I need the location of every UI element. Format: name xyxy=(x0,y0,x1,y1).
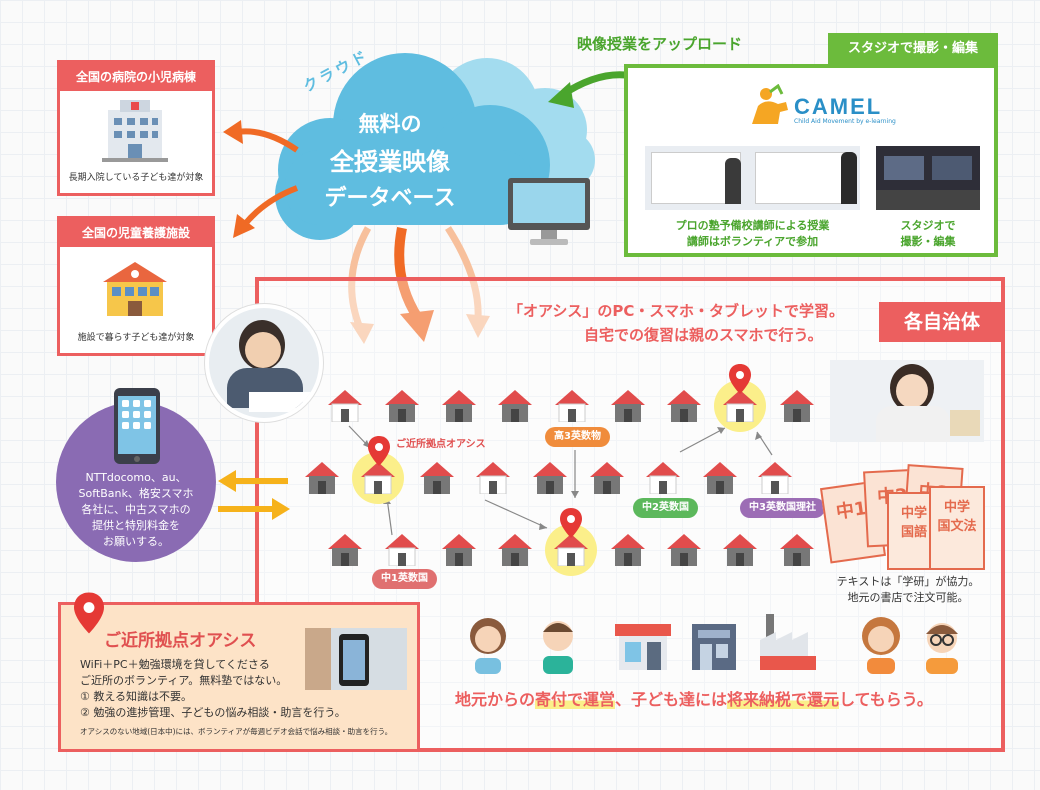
bottom-mid: 、子ども達には xyxy=(615,690,728,709)
house xyxy=(442,390,476,422)
house xyxy=(328,390,362,422)
monitor-icon xyxy=(508,178,590,245)
camel-logo-text: CAMEL xyxy=(794,94,883,119)
video-call-photo xyxy=(305,628,407,690)
oasis-box-line3: ① 教える知識は不要。 xyxy=(80,690,193,703)
hospital-icon xyxy=(102,100,168,162)
facility-header: 全国の児童養護施設 xyxy=(60,219,212,247)
oasis-box-title: ご近所拠点オアシス xyxy=(104,631,257,651)
house xyxy=(667,390,701,422)
hospital-caption: 長期入院している子ども達が対象 xyxy=(68,173,204,183)
upload-label: 映像授業をアップロード xyxy=(577,35,743,53)
girl-study-photo xyxy=(830,360,984,442)
studio-caption-left-2: 講師はボランティアで参加 xyxy=(686,235,819,248)
woman-avatar-icon xyxy=(862,617,900,674)
house xyxy=(611,534,645,566)
house xyxy=(385,390,419,422)
oasis-box-line4: ② 勉強の進捗管理、子どもの悩み相談・助言を行う。 xyxy=(80,706,346,719)
hospital-header: 全国の病院の小児病棟 xyxy=(60,63,212,91)
house xyxy=(667,534,701,566)
phone-text-2: SoftBank、格安スマホ xyxy=(78,487,194,500)
house xyxy=(361,462,395,494)
smartphone-icon xyxy=(114,388,160,464)
house xyxy=(723,534,757,566)
location-pin-icon xyxy=(74,592,104,634)
house xyxy=(723,390,757,422)
lecture-photo xyxy=(645,146,860,210)
studio-caption-right-1: スタジオで xyxy=(900,219,956,232)
store-icon xyxy=(692,624,736,670)
studio-caption-left-1: プロの塾予備校講師による授業 xyxy=(675,219,830,232)
house xyxy=(554,534,588,566)
house xyxy=(780,534,814,566)
house xyxy=(780,390,814,422)
house xyxy=(305,462,339,494)
tag-mid2: 中2英数国 xyxy=(633,498,698,518)
textbook-caption-2: 地元の書店で注文可能。 xyxy=(847,591,969,604)
cloud-title-1: 無料の xyxy=(358,112,422,136)
oasis-label: ご近所拠点オアシス xyxy=(396,439,486,450)
factory-icon xyxy=(760,614,816,670)
bottom-statement: 地元からの寄付で運営、子ども達には将来納税で還元してもらう。 xyxy=(455,686,995,710)
phone-text-3: 各社に、中古スマホの xyxy=(81,503,191,516)
house xyxy=(533,462,567,494)
house xyxy=(420,462,454,494)
facility-caption: 施設で暮らす子ども達が対象 xyxy=(77,333,195,343)
neighborhood-network xyxy=(348,425,773,536)
camel-logo-subtitle: Child Aid Movement by e-learning xyxy=(794,118,896,125)
phone-exchange-arrows xyxy=(218,470,290,520)
house xyxy=(385,534,419,566)
house xyxy=(758,462,792,494)
house xyxy=(611,390,645,422)
shop-icon xyxy=(615,624,671,670)
oasis-box-line2: ご近所のボランティア。無料塾ではない。 xyxy=(80,674,288,687)
student-photo xyxy=(205,304,323,422)
cloud-title-3: データベース xyxy=(324,186,456,211)
house xyxy=(442,534,476,566)
cloud-to-institutions-arrows xyxy=(223,120,299,238)
bottom-post: してもらう。 xyxy=(839,690,933,709)
studio-photo xyxy=(876,146,980,210)
house xyxy=(555,390,589,422)
house xyxy=(328,534,362,566)
bottom-highlight-1: 寄付で運営 xyxy=(535,690,616,709)
house xyxy=(590,462,624,494)
tag-high3: 高3英数物 xyxy=(545,427,610,447)
phone-text-1: NTTdocomo、au、 xyxy=(85,471,187,484)
cloud-to-homes-arrows xyxy=(348,226,490,344)
studio-header: スタジオで撮影・編集 xyxy=(828,33,998,65)
oasis-box-note: オアシスのない地域(日本中)には、ボランティアが毎週ビデオ会話で悩み相談・助言を… xyxy=(80,727,393,736)
municipality-badge: 各自治体 xyxy=(879,302,1005,342)
oasis-box-line1: WiFi＋PC＋勉強環境を貸してくださる xyxy=(80,658,270,671)
bottom-highlight-2: 将来納税で還元 xyxy=(727,690,840,709)
location-pin-icon xyxy=(368,436,390,466)
girl-avatar-icon xyxy=(470,618,506,674)
study-text-line2: 自宅での復習は親のスマホで行う。 xyxy=(584,326,823,344)
tag-mid1: 中1英数国 xyxy=(372,569,437,589)
phone-text-5: お願いする。 xyxy=(103,535,169,548)
phone-text-4: 提供と特別料金を xyxy=(92,519,180,532)
camel-logo-icon xyxy=(752,84,788,124)
man-avatar-icon xyxy=(926,623,958,674)
house xyxy=(703,462,737,494)
house xyxy=(646,462,680,494)
facility-icon xyxy=(103,262,167,316)
cloud-title-2: 全授業映像 xyxy=(330,148,450,176)
textbook-caption-1: テキストは「学研」が協力。 xyxy=(836,575,980,588)
tag-mid3: 中3英数国理社 xyxy=(740,498,825,518)
house xyxy=(498,390,532,422)
studio-caption-right-2: 撮影・編集 xyxy=(900,235,956,248)
location-pin-icon xyxy=(560,508,582,538)
house xyxy=(498,534,532,566)
bottom-pre: 地元からの xyxy=(455,690,536,709)
study-text-line1: 「オアシス」のPC・スマホ・タブレットで学習。 xyxy=(508,302,844,320)
house xyxy=(476,462,510,494)
location-pin-icon xyxy=(729,364,751,394)
boy-avatar-icon xyxy=(543,621,573,674)
